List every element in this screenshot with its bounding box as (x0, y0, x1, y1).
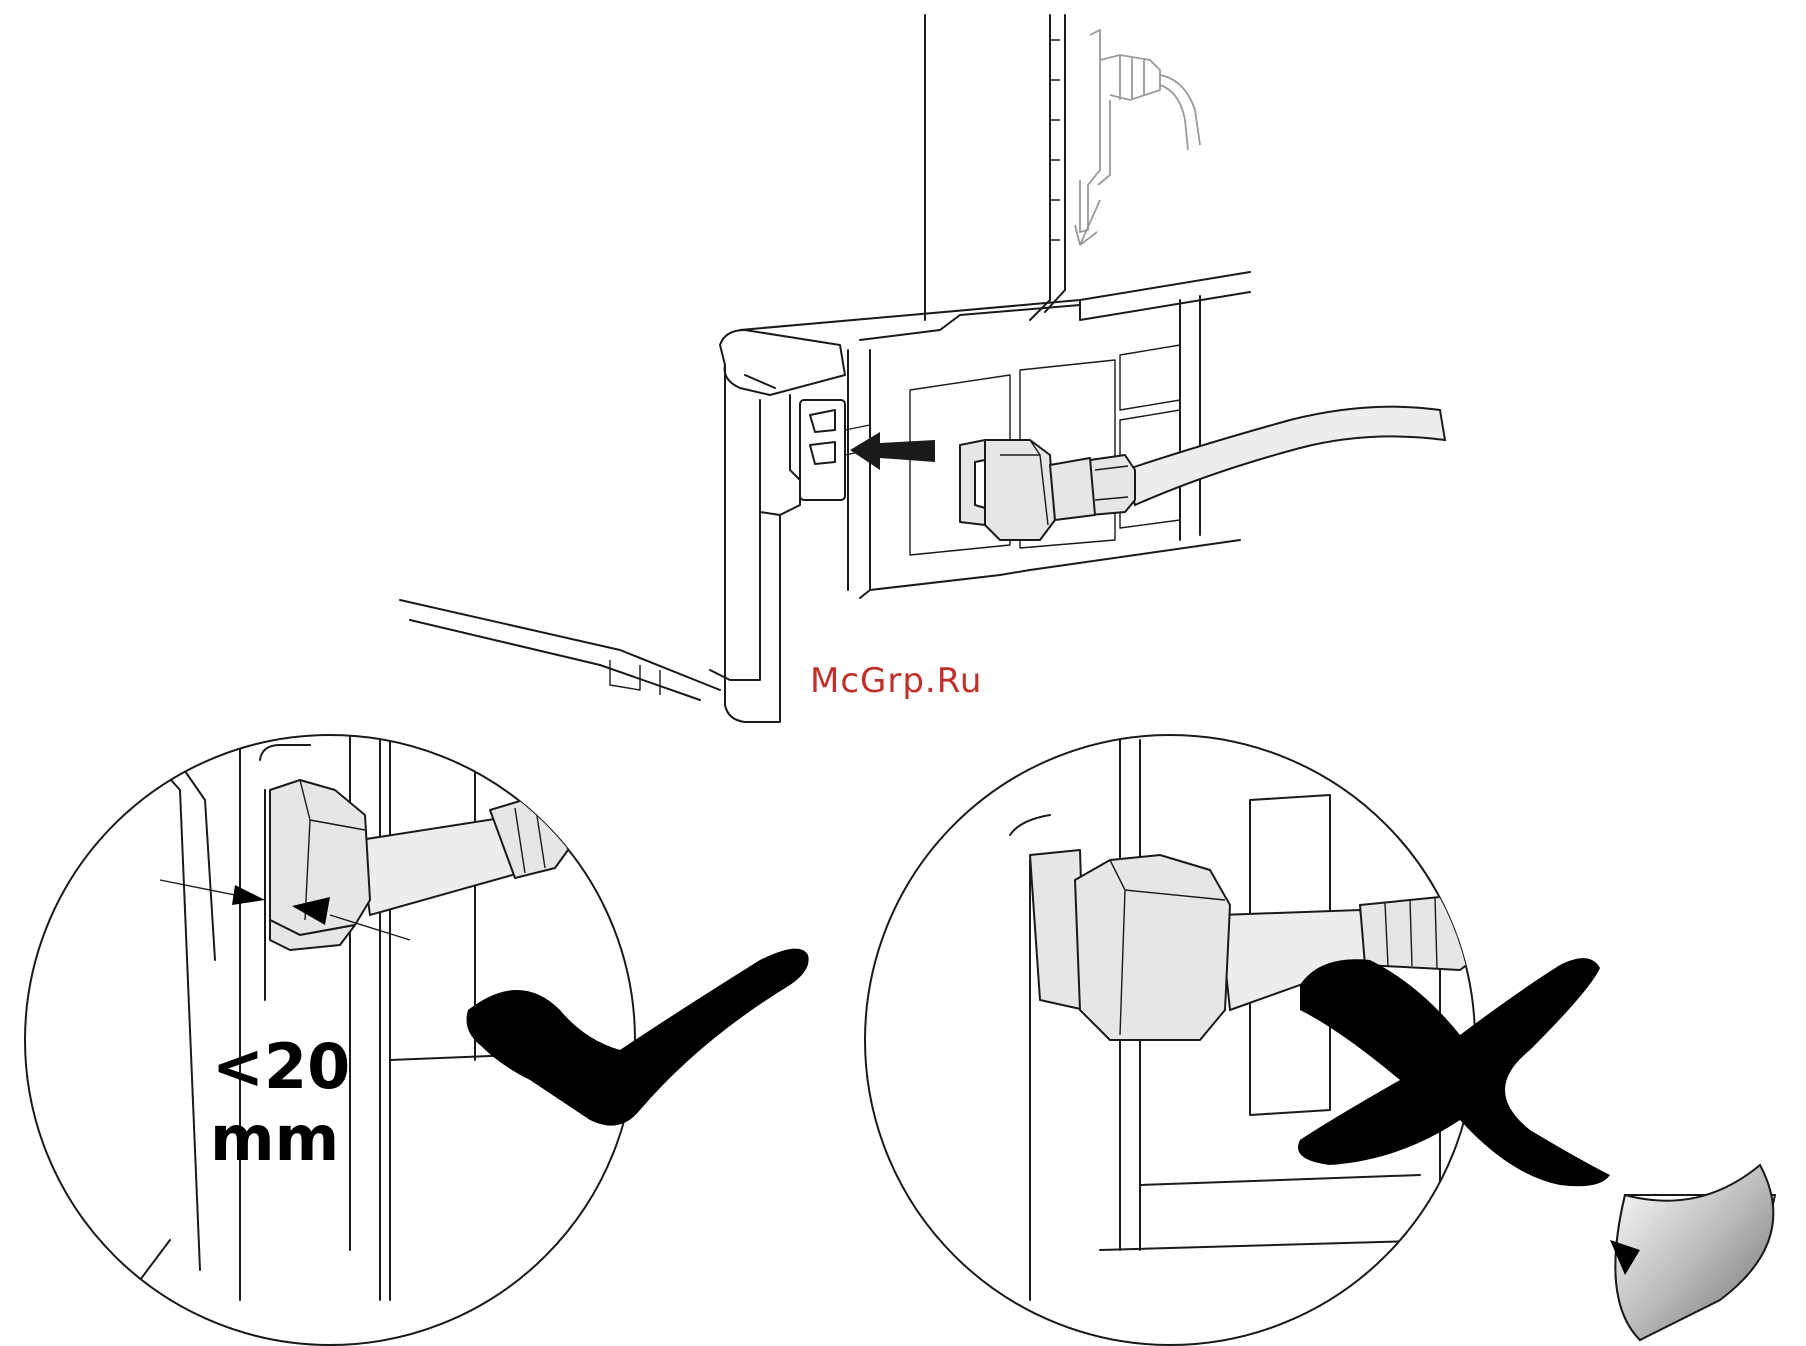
dimension-unit: mm (210, 1102, 339, 1175)
page-turn-icon (1610, 1165, 1775, 1340)
mounting-hint-illustration (1080, 30, 1200, 232)
check-mark-icon (467, 949, 809, 1126)
dimension-value: <20 (212, 1030, 350, 1103)
watermark-text: McGrp.Ru (810, 661, 982, 701)
appliance-rear-view (400, 15, 1250, 722)
power-plug-connector (960, 407, 1445, 540)
arrow-left-icon (850, 432, 935, 470)
